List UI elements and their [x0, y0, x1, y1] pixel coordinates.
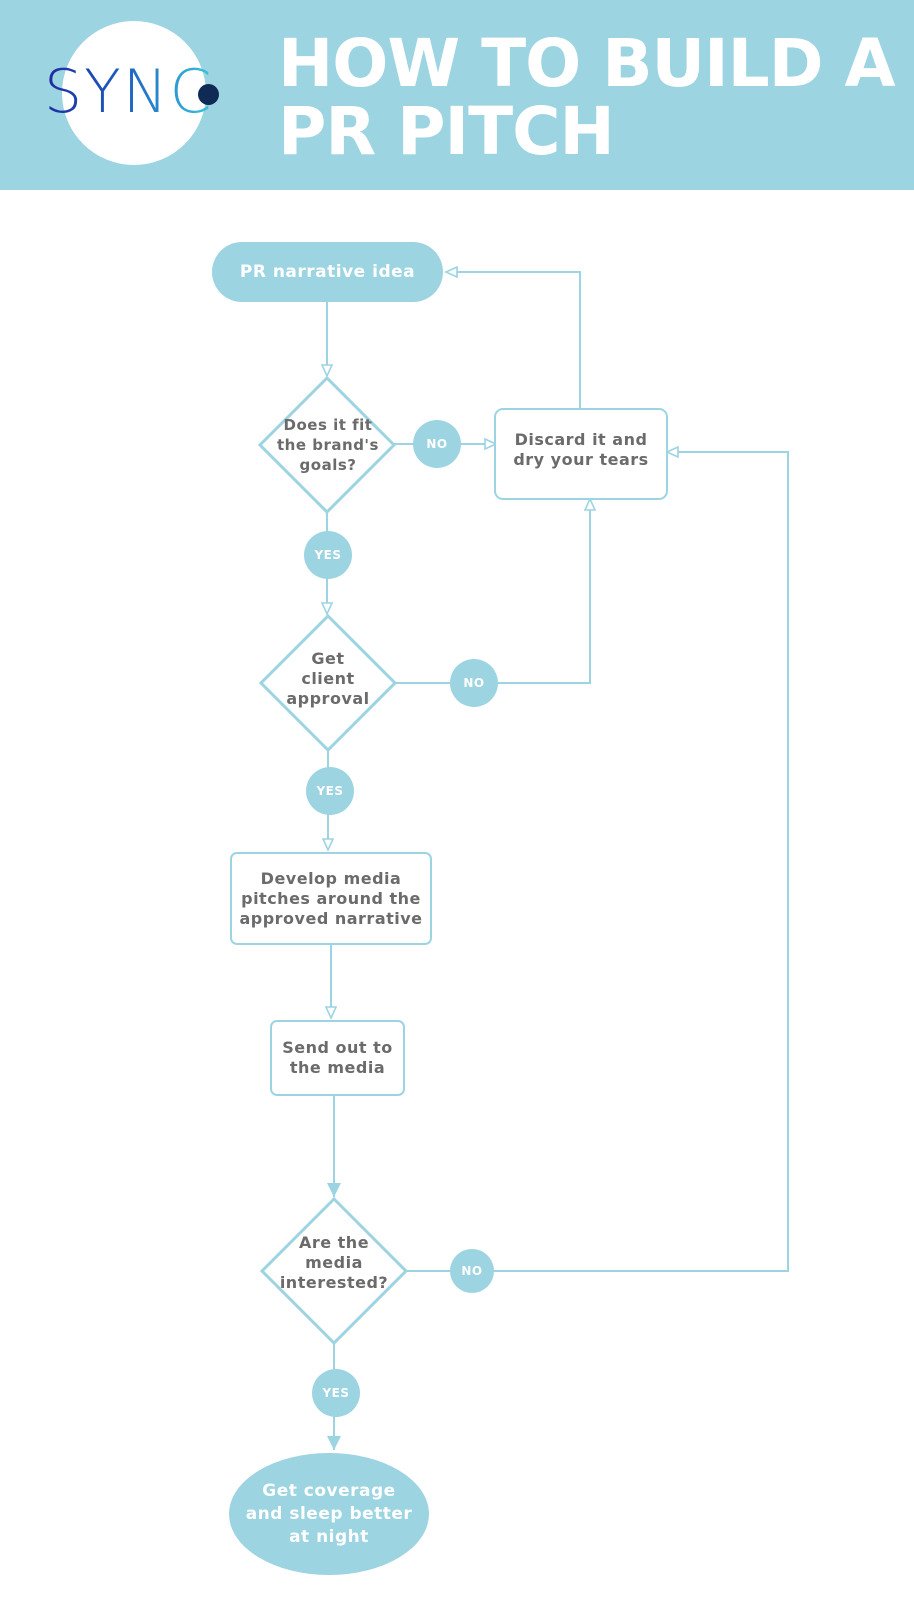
- client-approval-label: Get client approval: [286, 649, 370, 708]
- fit-goals-label: Does it fit the brand's goals?: [277, 416, 379, 474]
- title-line-2: PR PITCH: [278, 93, 615, 170]
- start-terminator: [212, 242, 443, 302]
- header-banner: SYNC HOW TO BUILD A PR PITCH: [0, 0, 914, 190]
- decision-client-approval: [258, 613, 398, 753]
- logo: SYNC: [44, 54, 214, 130]
- connector-approval-no: [395, 499, 590, 684]
- develop-pitches-box: [230, 852, 432, 945]
- title-line-1: HOW TO BUILD A: [278, 25, 896, 102]
- logo-dot-icon: [198, 84, 219, 105]
- decision-fit-goals: [257, 375, 397, 515]
- develop-pitches-label: Develop media pitches around the approve…: [239, 869, 423, 928]
- send-media-box: [270, 1020, 405, 1096]
- approval-no-badge: NO: [450, 659, 498, 707]
- start-label: PR narrative idea: [239, 262, 416, 282]
- discard-label: Discard it and dry your tears: [513, 430, 649, 469]
- page-title: HOW TO BUILD A PR PITCH: [278, 30, 898, 166]
- decision-media-interested: [259, 1196, 409, 1346]
- fit-no-badge: NO: [413, 420, 461, 468]
- fit-yes-badge: YES: [304, 531, 352, 579]
- end-terminator: [229, 1453, 429, 1575]
- discard-box: [494, 408, 668, 500]
- connector-discard-loop: [446, 272, 581, 408]
- send-media-label: Send out to the media: [282, 1038, 393, 1077]
- interested-no-badge: NO: [450, 1249, 494, 1293]
- end-label: Get coverage and sleep better at night: [245, 1480, 413, 1547]
- interested-yes-badge: YES: [312, 1369, 360, 1417]
- connector-interested-no: [405, 452, 789, 1272]
- media-interested-label: Are the media interested?: [279, 1233, 389, 1292]
- logo-badge: [62, 21, 206, 165]
- approval-yes-badge: YES: [306, 767, 354, 815]
